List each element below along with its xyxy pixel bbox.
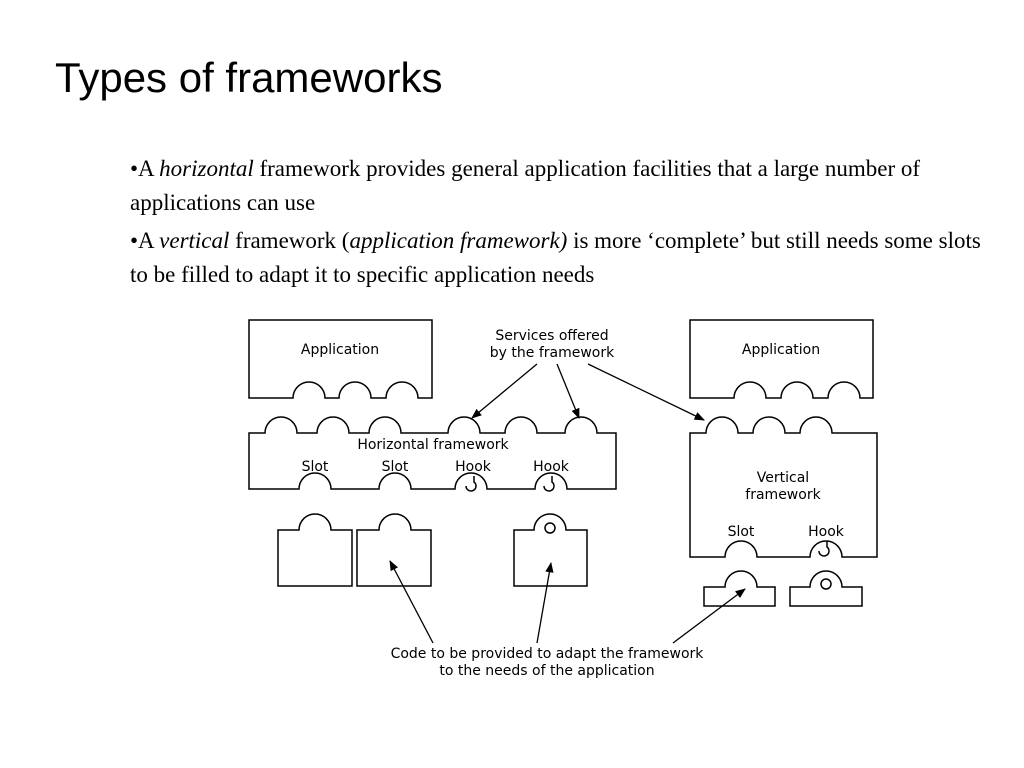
- code-arrow-3: [672, 588, 746, 644]
- term-application-framework: application framework): [349, 228, 568, 253]
- left-application-label: Application: [301, 342, 379, 358]
- slot-label-1: Slot: [302, 459, 329, 475]
- bullet-marker: •A: [130, 228, 160, 253]
- slot-code-piece-2: [356, 513, 432, 587]
- bullet-horizontal: •A horizontal framework provides general…: [130, 152, 990, 220]
- hook-label-1: Hook: [455, 459, 492, 475]
- services-label-line1: Services offered: [495, 328, 608, 344]
- vertical-slot-label: Slot: [728, 524, 755, 540]
- vertical-framework-box: [689, 416, 878, 558]
- right-application-box: [689, 319, 874, 399]
- term-vertical: vertical: [159, 228, 230, 253]
- code-arrow-1: [389, 560, 434, 644]
- vertical-framework-label-line1: Vertical: [757, 470, 809, 486]
- hook-socket-icon: [544, 522, 556, 534]
- horizontal-framework-box: [248, 416, 617, 490]
- services-arrow-3: [587, 363, 705, 421]
- bullet-marker: •A: [130, 156, 160, 181]
- code-label-line1: Code to be provided to adapt the framewo…: [391, 646, 705, 662]
- services-label-line2: by the framework: [490, 345, 615, 361]
- bullet-text: framework provides general application f…: [130, 156, 921, 215]
- services-arrow-1: [471, 363, 538, 419]
- right-application-label: Application: [742, 342, 820, 358]
- hook-icon: [543, 476, 555, 492]
- slot-code-piece-1: [277, 513, 353, 587]
- vertical-hook-label: Hook: [808, 524, 845, 540]
- vertical-hook-code-piece: [789, 570, 863, 607]
- slide-title: Types of frameworks: [55, 54, 443, 101]
- bullet-vertical: •A vertical framework (application frame…: [130, 224, 990, 292]
- left-application-box: [248, 319, 433, 399]
- bullet-text: is more ‘complete’ but still needs some …: [130, 228, 981, 287]
- bullet-text: framework (: [229, 228, 350, 253]
- vertical-framework-label-line2: framework: [745, 487, 821, 503]
- hook-code-piece: [513, 513, 588, 587]
- code-label-line2: to the needs of the application: [439, 663, 654, 679]
- vertical-slot-code-piece: [703, 570, 776, 607]
- hook-icon: [818, 541, 830, 557]
- hook-socket-icon: [820, 578, 832, 590]
- services-arrow-2: [556, 363, 580, 419]
- bullet-list: •A horizontal framework provides general…: [130, 152, 990, 296]
- term-horizontal: horizontal: [159, 156, 254, 181]
- hook-icon: [465, 476, 477, 492]
- horizontal-framework-label: Horizontal framework: [357, 437, 509, 453]
- code-arrow-2: [536, 561, 554, 644]
- hook-label-2: Hook: [533, 459, 570, 475]
- slot-label-2: Slot: [382, 459, 409, 475]
